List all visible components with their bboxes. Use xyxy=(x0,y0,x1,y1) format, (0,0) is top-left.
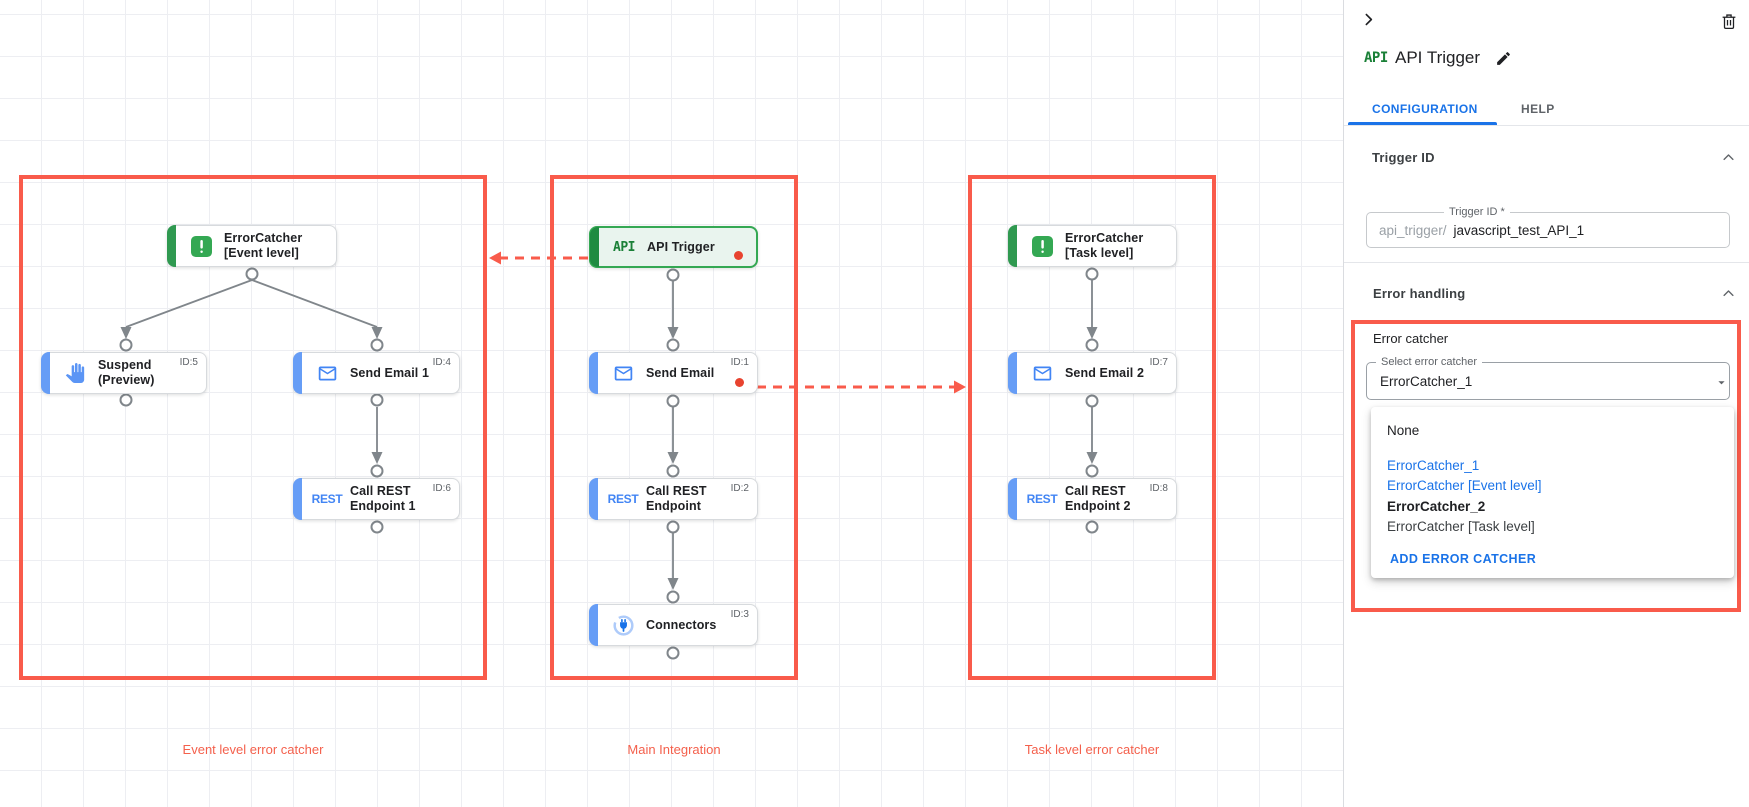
node-id: ID:1 xyxy=(730,357,749,368)
node-accent-bar xyxy=(293,352,302,394)
rest-icon: REST xyxy=(607,492,639,506)
node-call-rest-endpoint-2[interactable]: REST Call REST Endpoint 2 ID:8 xyxy=(1008,478,1177,520)
trigger-id-section-header: Trigger ID xyxy=(1372,150,1435,165)
event-level-group-box xyxy=(19,175,487,680)
chevron-up-icon xyxy=(1723,290,1734,297)
node-id: ID:2 xyxy=(730,483,749,494)
node-call-rest-endpoint[interactable]: REST Call REST Endpoint ID:2 xyxy=(589,478,758,520)
connectors-icon xyxy=(609,614,637,637)
node-accent-bar xyxy=(590,227,599,267)
email-icon xyxy=(313,363,341,384)
main-integration-group-box xyxy=(550,175,798,680)
pencil-icon xyxy=(1497,52,1510,65)
node-label: Suspend (Preview) xyxy=(98,358,155,387)
edit-title-button[interactable] xyxy=(1495,50,1512,67)
error-indicator-dot[interactable] xyxy=(734,251,743,260)
error-catcher-dropdown-menu: None ErrorCatcher_1 ErrorCatcher [Event … xyxy=(1371,407,1734,578)
node-accent-bar xyxy=(1008,225,1017,267)
option-none[interactable]: None xyxy=(1387,423,1420,438)
task-level-group-box xyxy=(968,175,1216,680)
select-error-catcher-label: Select error catcher xyxy=(1376,356,1482,368)
rest-icon: REST xyxy=(311,492,343,506)
option-errorcatcher-1-subtitle[interactable]: ErrorCatcher [Event level] xyxy=(1387,478,1542,493)
node-accent-bar xyxy=(589,478,598,520)
node-accent-bar xyxy=(1008,478,1017,520)
node-accent-bar xyxy=(589,604,598,646)
api-trigger-badge-icon: API xyxy=(1364,50,1388,66)
option-errorcatcher-1-title[interactable]: ErrorCatcher_1 xyxy=(1387,458,1480,473)
main-integration-group-label: Main Integration xyxy=(627,742,721,757)
node-accent-bar xyxy=(1008,352,1017,394)
option-errorcatcher-2-title[interactable]: ErrorCatcher_2 xyxy=(1387,499,1486,514)
node-accent-bar xyxy=(41,352,50,394)
error-catcher-icon xyxy=(187,235,215,257)
node-accent-bar xyxy=(293,478,302,520)
node-id: ID:7 xyxy=(1149,357,1168,368)
chevron-up-icon xyxy=(1723,154,1734,161)
select-error-catcher-field[interactable]: ErrorCatcher_1 xyxy=(1366,362,1730,400)
node-send-email-1[interactable]: Send Email 1 ID:4 xyxy=(293,352,460,394)
select-error-catcher-value: ErrorCatcher_1 xyxy=(1380,373,1473,389)
node-id: ID:5 xyxy=(179,357,198,368)
panel-title: API Trigger xyxy=(1395,48,1481,67)
node-label: ErrorCatcher [Task level] xyxy=(1065,231,1144,260)
tab-configuration[interactable]: CONFIGURATION xyxy=(1372,102,1478,116)
tab-help[interactable]: HELP xyxy=(1521,102,1555,116)
collapse-panel-button[interactable] xyxy=(1360,11,1377,28)
node-id: ID:8 xyxy=(1149,483,1168,494)
node-label: Send Email xyxy=(646,365,715,380)
dropdown-arrow-icon[interactable] xyxy=(1714,375,1729,390)
node-id: ID:6 xyxy=(432,483,451,494)
error-indicator-dot[interactable] xyxy=(735,378,744,387)
node-label: Call REST Endpoint 1 xyxy=(350,484,416,513)
delete-trigger-button[interactable] xyxy=(1720,12,1738,31)
trigger-id-value[interactable]: javascript_test_API_1 xyxy=(1453,222,1585,238)
error-handling-section-header: Error handling xyxy=(1373,286,1466,301)
node-label: Send Email 2 xyxy=(1065,365,1145,380)
node-label: Connectors xyxy=(646,617,717,632)
section-divider xyxy=(1344,262,1749,263)
flow-canvas[interactable]: ErrorCatcher [Event level] Suspend (Prev… xyxy=(0,0,1343,807)
node-send-email[interactable]: Send Email ID:1 xyxy=(589,352,758,394)
node-id: ID:4 xyxy=(432,357,451,368)
node-label: API Trigger xyxy=(647,239,715,254)
trigger-id-field-label: Trigger ID * xyxy=(1444,206,1510,218)
node-label: Call REST Endpoint 2 xyxy=(1065,484,1131,513)
config-panel: API API Trigger CONFIGURATION HELP Trigg… xyxy=(1343,0,1749,807)
trigger-id-prefix: api_trigger/ xyxy=(1379,222,1447,238)
chevron-right-icon xyxy=(1365,13,1373,26)
email-icon xyxy=(1028,363,1056,384)
node-id: ID:3 xyxy=(730,609,749,620)
node-label: Call REST Endpoint xyxy=(646,484,707,513)
node-error-catcher-task[interactable]: ErrorCatcher [Task level] xyxy=(1008,225,1177,267)
hand-icon xyxy=(61,363,89,383)
node-label: Send Email 1 xyxy=(350,365,430,380)
collapse-trigger-id-button[interactable] xyxy=(1721,150,1736,165)
node-connectors[interactable]: Connectors ID:3 xyxy=(589,604,758,646)
rest-icon: REST xyxy=(1026,492,1058,506)
api-icon: API xyxy=(613,239,635,255)
error-catcher-icon xyxy=(1028,235,1056,257)
node-api-trigger[interactable]: API API Trigger xyxy=(589,226,758,268)
collapse-error-handling-button[interactable] xyxy=(1721,286,1736,301)
node-call-rest-endpoint-1[interactable]: REST Call REST Endpoint 1 ID:6 xyxy=(293,478,460,520)
node-label: ErrorCatcher [Event level] xyxy=(224,231,303,260)
node-accent-bar xyxy=(167,225,176,267)
trash-icon xyxy=(1722,14,1736,29)
error-catcher-highlight-box xyxy=(1351,320,1741,612)
trigger-id-field[interactable]: api_trigger/ javascript_test_API_1 xyxy=(1366,212,1730,248)
error-catcher-group-label: Error catcher xyxy=(1373,331,1449,346)
node-send-email-2[interactable]: Send Email 2 ID:7 xyxy=(1008,352,1177,394)
tabs-divider xyxy=(1344,125,1749,126)
add-error-catcher-button[interactable]: ADD ERROR CATCHER xyxy=(1390,552,1537,566)
email-icon xyxy=(609,363,637,384)
node-error-catcher-event[interactable]: ErrorCatcher [Event level] xyxy=(167,225,337,267)
active-tab-underline xyxy=(1348,122,1497,125)
node-suspend[interactable]: Suspend (Preview) ID:5 xyxy=(41,352,207,394)
option-errorcatcher-2-subtitle[interactable]: ErrorCatcher [Task level] xyxy=(1387,519,1535,534)
event-level-group-label: Event level error catcher xyxy=(182,742,324,757)
task-level-group-label: Task level error catcher xyxy=(1024,742,1160,757)
node-accent-bar xyxy=(589,352,598,394)
